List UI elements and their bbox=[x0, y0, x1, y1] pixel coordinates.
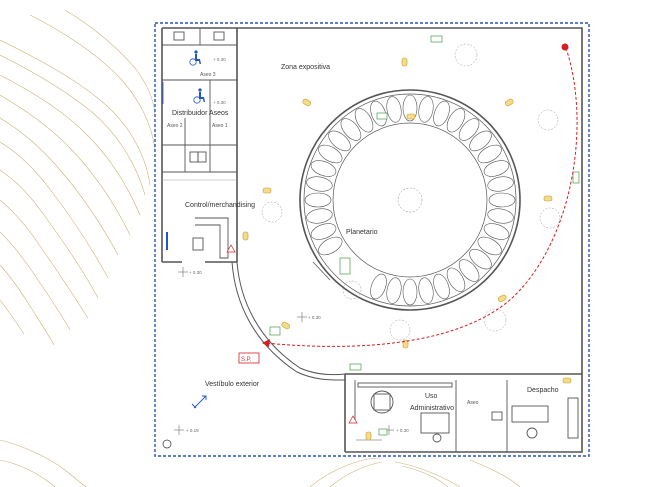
planetarium-seat bbox=[483, 160, 510, 177]
planetarium-seat bbox=[488, 192, 516, 208]
control-counter bbox=[162, 179, 237, 259]
planetarium-seat bbox=[318, 144, 343, 164]
evacuation-route bbox=[264, 47, 578, 347]
evacuation-origin bbox=[561, 43, 569, 51]
planetarium-seat bbox=[328, 130, 351, 152]
planetarium-seat bbox=[402, 278, 418, 306]
room-uso-administrativo-line2: Administrativo bbox=[410, 405, 454, 412]
planetarium-seat bbox=[433, 100, 450, 127]
planetarium-seat bbox=[458, 118, 480, 141]
vestibule-wall bbox=[231, 261, 346, 381]
planetarium-seat bbox=[418, 96, 434, 123]
planetarium-seat bbox=[386, 96, 402, 123]
sp-tag-box bbox=[238, 352, 260, 364]
planetarium-seat bbox=[487, 208, 514, 224]
planetarium-seat bbox=[477, 236, 502, 256]
planetarium-seat bbox=[354, 108, 374, 133]
exterior-walls bbox=[161, 27, 583, 453]
level-label-b: + 0.30 bbox=[308, 315, 321, 320]
level-label-e: + 0.30 bbox=[213, 57, 226, 62]
planetarium-seat bbox=[386, 277, 402, 304]
room-aseo-2: Aseo 2 bbox=[167, 123, 183, 129]
planetarium-seat bbox=[370, 273, 387, 300]
contour-lines-left bbox=[0, 9, 156, 487]
planetarium-seat bbox=[487, 176, 514, 192]
planetarium-seat bbox=[318, 236, 343, 256]
exit-sign-icon bbox=[269, 35, 580, 436]
north-arrow-icon bbox=[191, 395, 207, 409]
level-label-d: + 0.15 bbox=[186, 428, 199, 433]
planetarium-seat bbox=[483, 223, 510, 240]
planetarium-seat bbox=[469, 248, 492, 270]
room-zona-expositiva: Zona expositiva bbox=[281, 64, 330, 71]
planetarium-seat bbox=[418, 277, 434, 304]
planetarium-seat bbox=[310, 223, 337, 240]
accessibility-icon bbox=[193, 88, 205, 104]
planetarium-seat bbox=[458, 259, 480, 282]
planetarium-seats bbox=[304, 94, 516, 306]
column-marker bbox=[162, 439, 172, 449]
dome-projector bbox=[397, 187, 423, 213]
contour-lines-bottom bbox=[309, 457, 521, 487]
spot-circles bbox=[261, 43, 561, 341]
sp-tag: S.P. bbox=[241, 357, 252, 363]
site-boundary bbox=[154, 22, 590, 457]
planetarium-seat bbox=[306, 176, 333, 192]
planetarium-seat bbox=[306, 208, 333, 224]
room-aseo-1: Aseo 1 bbox=[212, 123, 228, 129]
fire-extinguisher-icon bbox=[242, 57, 572, 441]
planetarium-seat bbox=[469, 130, 492, 152]
room-aseo: Aseo bbox=[467, 400, 479, 406]
room-aseo-3: Aseo 3 bbox=[200, 72, 216, 78]
level-markers bbox=[174, 267, 394, 435]
evacuation-arrow bbox=[262, 339, 270, 347]
room-despacho: Despacho bbox=[527, 387, 559, 394]
admin-block bbox=[354, 380, 579, 452]
restroom-block bbox=[162, 28, 237, 173]
room-uso-administrativo-line1: Uso bbox=[425, 393, 438, 400]
planetarium-seat bbox=[446, 267, 466, 292]
room-control-merchandising: Control/merchandising bbox=[185, 202, 255, 209]
accessibility-icon bbox=[189, 50, 201, 66]
room-vestibulo-exterior: Vestíbulo exterior bbox=[205, 381, 260, 388]
room-distribuidor-aseos: Distribuidor Aseos bbox=[172, 110, 229, 117]
planetarium-seat bbox=[433, 273, 450, 300]
room-planetario: Planetario bbox=[346, 229, 378, 236]
level-label-a: + 0.30 bbox=[189, 270, 202, 275]
emergency-light-icon bbox=[226, 244, 358, 424]
planetarium-seat bbox=[304, 192, 332, 208]
planetarium-seat bbox=[477, 144, 502, 164]
planetarium-seat bbox=[446, 108, 466, 133]
level-label-f: + 0.30 bbox=[213, 100, 226, 105]
planetarium-dome bbox=[299, 89, 521, 311]
planetarium-seat bbox=[340, 118, 362, 141]
level-label-c: + 0.30 bbox=[396, 428, 409, 433]
planetarium-seat bbox=[310, 160, 337, 177]
